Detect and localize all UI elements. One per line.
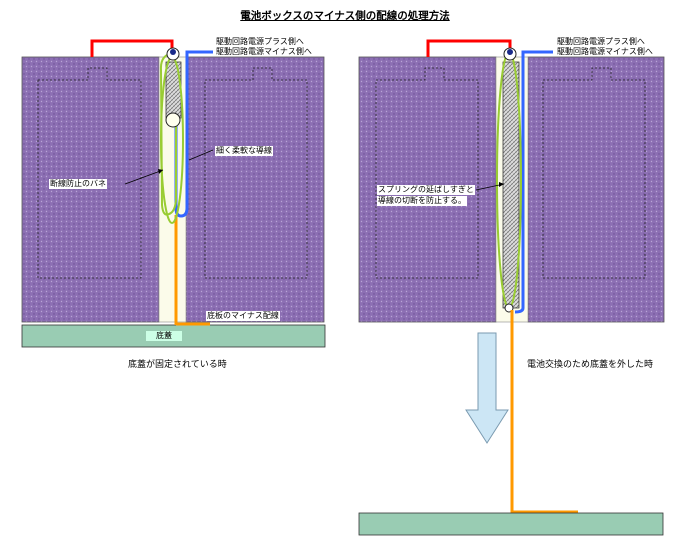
left-label-kink-prevention: 断線防止のバネ [49, 179, 107, 189]
right-label-spring-note-1: スプリングの延ばしすぎと [377, 185, 475, 195]
right-minus-wire [514, 50, 553, 314]
left-label-soft-wire: 細く柔軟な導線 [215, 146, 273, 156]
left-pointer-soft-wire [188, 149, 214, 161]
left-pointer-spring-head [158, 169, 163, 174]
right-terminal-top-dot [507, 49, 513, 55]
left-label-base: 底蓋 [146, 331, 182, 341]
left-terminal-bottom [165, 112, 181, 128]
left-battery-outline-2 [204, 67, 308, 279]
left-terminal-top-dot [170, 49, 176, 55]
left-plus-wire [90, 39, 174, 57]
left-caption: 底蓋が固定されている時 [128, 360, 227, 370]
right-plus-wire [426, 39, 512, 57]
down-arrow [465, 332, 509, 444]
right-caption: 電池交換のため底蓋を外した時 [527, 360, 654, 370]
left-label-bottom-wiring: 底板のマイナス配線 [206, 311, 280, 321]
left-label-plus: 駆動回路電源プラス側へ [216, 37, 304, 46]
right-pointer-spring-head [499, 182, 504, 187]
left-battery-left [21, 56, 160, 323]
right-panel [358, 39, 665, 536]
right-label-minus: 駆動回路電源マイナス側へ [557, 47, 653, 56]
right-label-spring-note-2: 導線の切断を防止する。 [377, 196, 467, 206]
left-label-minus: 駆動回路電源マイナス側へ [216, 47, 312, 56]
right-label-plus: 駆動回路電源プラス側へ [557, 37, 645, 46]
left-battery-right [185, 56, 325, 323]
left-panel [21, 39, 326, 348]
left-pointer-spring [124, 169, 164, 185]
right-battery-outline-1 [375, 67, 479, 279]
right-base-plate [358, 512, 664, 536]
right-bottom-wire [510, 310, 578, 514]
left-battery-outline-1 [37, 67, 142, 279]
page-title: 電池ボックスのマイナス側の配線の処理方法 [240, 10, 450, 22]
left-minus-wire [174, 50, 213, 218]
right-battery-outline-2 [542, 67, 646, 279]
right-battery-right [527, 56, 665, 323]
left-spring [159, 52, 177, 216]
